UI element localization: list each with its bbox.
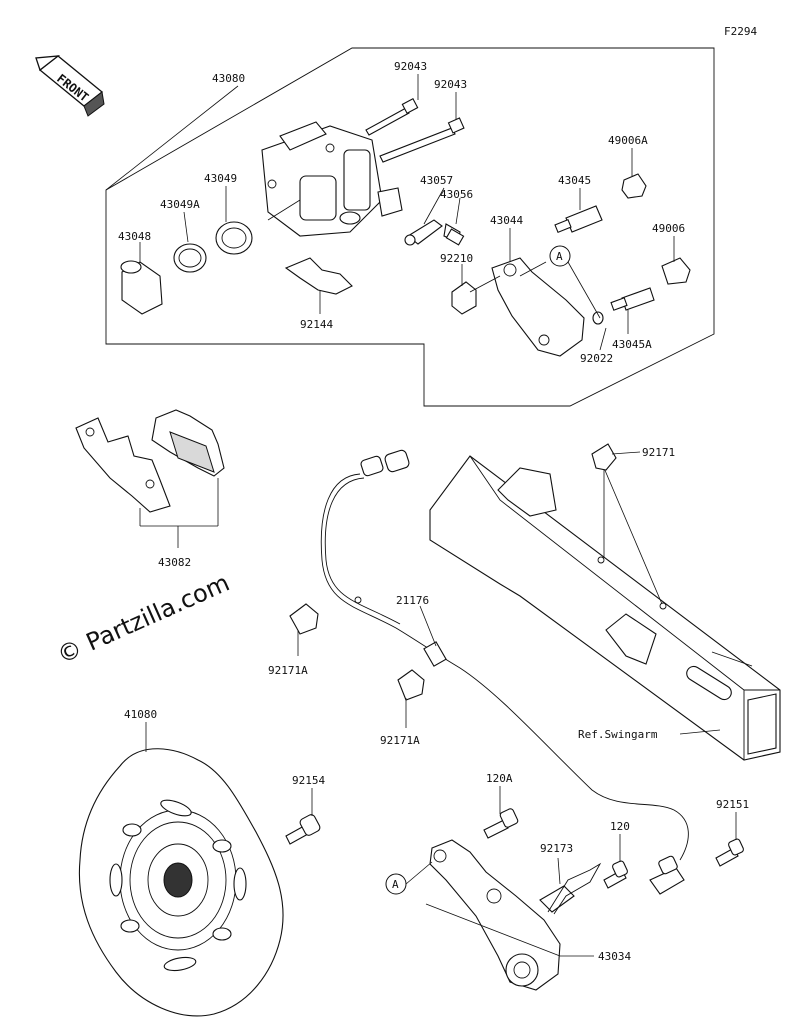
pin-bolt-92043-a <box>365 98 419 136</box>
callout-92022: 92022 <box>580 352 613 365</box>
callout-92151: 92151 <box>716 798 749 811</box>
seal-43049A <box>173 243 207 273</box>
callout-92210: 92210 <box>440 252 473 265</box>
callout-49006A: 49006A <box>608 134 648 147</box>
leader-92173 <box>557 857 561 885</box>
ref-swingarm-label: Ref.Swingarm <box>578 728 658 741</box>
leader-92171 <box>611 451 641 455</box>
brake-disc-41080 <box>78 748 284 1017</box>
callout-92144: 92144 <box>300 318 333 331</box>
bleeder-valve-43056 <box>443 223 465 246</box>
bolt-92151 <box>715 838 744 867</box>
clamp-92173 <box>547 862 602 915</box>
callout-43080: 43080 <box>212 72 245 85</box>
callout-43049: 43049 <box>204 172 237 185</box>
abs-sensor-head <box>649 855 685 895</box>
callout-92173: 92173 <box>540 842 573 855</box>
watermark: © Partzilla.com <box>53 569 234 670</box>
bolt-120A <box>483 808 519 839</box>
caliper-assembly-outline <box>105 47 715 407</box>
callout-43049A: 43049A <box>160 198 200 211</box>
bolt-120 <box>603 860 628 889</box>
caliper-bracket-43034 <box>429 839 575 991</box>
bolt-92154 <box>285 814 321 845</box>
caliper-bracket-43044 <box>491 257 585 357</box>
callout-43082: 43082 <box>158 556 191 569</box>
leader-lines-lower <box>405 861 594 957</box>
clamp-92171 <box>591 443 617 471</box>
front-arrow-icon: FRONT <box>35 55 105 117</box>
callout-49006: 49006 <box>652 222 685 235</box>
clip-92171A-a <box>289 603 319 635</box>
bleeder-cap-43057 <box>404 219 443 246</box>
bracket-hole <box>538 334 550 346</box>
callout-43034: 43034 <box>598 950 631 963</box>
bracket-hole <box>503 263 517 277</box>
swingarm-reference <box>429 455 781 761</box>
callout-43057: 43057 <box>420 174 453 187</box>
ref-marker-a-upper-label: A <box>556 250 563 263</box>
abs-sensor-wire-21176 <box>320 449 689 861</box>
caliper-body <box>261 121 403 237</box>
leader-lines-upper <box>105 74 675 351</box>
callout-43045A: 43045A <box>612 338 652 351</box>
ring-92022 <box>592 311 604 325</box>
callout-92171A-a: 92171A <box>268 664 308 677</box>
brake-pad-43082-left <box>75 417 171 513</box>
callout-43048: 43048 <box>118 230 151 243</box>
callout-120: 120 <box>610 820 630 833</box>
sliding-pin-43045A <box>610 287 655 311</box>
callout-43045: 43045 <box>558 174 591 187</box>
boot-49006 <box>661 257 691 285</box>
callout-92171A-b: 92171A <box>380 734 420 747</box>
piston-43048 <box>120 260 163 315</box>
callout-43056: 43056 <box>440 188 473 201</box>
ref-marker-a-lower-label: A <box>392 878 399 891</box>
callout-41080: 41080 <box>124 708 157 721</box>
callout-92043-a: 92043 <box>394 60 427 73</box>
sliding-pin-43045 <box>554 205 603 234</box>
boot-92210 <box>451 281 477 315</box>
boot-49006A <box>621 173 647 199</box>
pin-bolt-92043-b <box>379 117 465 163</box>
ref-marker-a-lower: A <box>385 873 407 895</box>
callout-120A: 120A <box>486 772 513 785</box>
callout-92154: 92154 <box>292 774 325 787</box>
callout-92043-b: 92043 <box>434 78 467 91</box>
clip-92171A-b <box>397 669 425 701</box>
pad-spring-92144 <box>284 257 353 295</box>
callout-21176: 21176 <box>396 594 429 607</box>
callout-43044: 43044 <box>490 214 523 227</box>
leader-lines-pads <box>139 478 219 548</box>
figure-id: F2294 <box>724 25 757 38</box>
callout-92171: 92171 <box>642 446 675 459</box>
brake-pad-43082-right <box>151 409 225 477</box>
leader-21176 <box>419 605 437 647</box>
leader-lines-swingarm <box>603 467 721 735</box>
seal-43049 <box>215 221 253 255</box>
ref-marker-a-upper: A <box>549 245 571 267</box>
